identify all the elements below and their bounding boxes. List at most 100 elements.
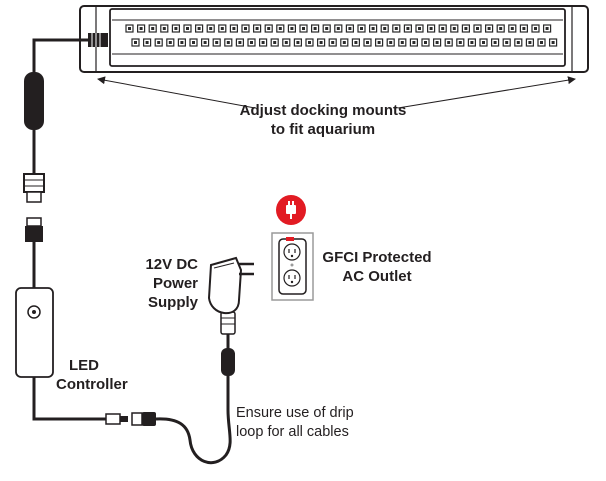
power-adapter-icon [207,256,254,335]
dc-jack [105,413,128,425]
outlet-label-line: GFCI Protected [322,249,432,266]
gfci-indicator [286,237,294,241]
led-cell-core [412,41,416,44]
led-cell-core [516,41,520,44]
led-cell-core [168,41,172,44]
led-cell-core [192,41,195,44]
led-cell-core [493,41,497,44]
drip-loop-label: Ensure use of drip loop for all cables [236,404,354,442]
fixture-cable [23,38,88,288]
led-cell-core [342,41,346,44]
led-cell-core [273,41,277,44]
led-cell-core [226,41,230,44]
power-supply-label-line: Supply [147,294,198,311]
led-cell-core [522,27,526,30]
power-supply-label-line: Power [152,275,198,292]
led-cell-core [209,27,213,30]
led-cell-core [389,41,393,44]
led-cell-core [331,41,335,44]
led-cell-core [377,41,381,44]
drip-loop-cable [155,376,232,465]
led-cell-core [186,27,189,30]
drip-loop-label-line: loop for all cables [236,424,349,440]
led-cell-core [424,41,427,44]
led-cell-core [174,27,178,30]
docking-label-line: Adjust docking mounts [239,102,407,119]
led-cell-core [528,41,532,44]
led-cell-core [336,27,340,30]
led-cell-core [499,27,503,30]
led-cell-core [476,27,479,30]
led-array [125,24,558,47]
led-cell-core [354,41,358,44]
led-cell-core [238,41,242,44]
led-cell-core [371,27,375,30]
controller-icon [15,287,54,378]
led-cell-core [458,41,462,44]
led-cell-core [151,27,155,30]
led-cell-core [290,27,294,30]
led-cell-core [429,27,433,30]
led-cell-core [313,27,317,30]
led-cell-core [452,27,456,30]
led-cell-core [284,41,288,44]
led-cell-core [470,41,474,44]
led-cell-core [400,41,404,44]
led-cell-core [360,27,363,30]
led-cell-core [447,41,451,44]
led-cell-core [203,41,207,44]
led-cell-core [244,27,247,30]
outlet-label-line: AC Outlet [342,268,412,285]
led-cell-core [540,41,543,44]
cable-plug-male [23,173,45,193]
outlet-icon [271,232,314,301]
led-cell-core [308,41,311,44]
led-cell-core [180,41,184,44]
fixture-body [109,8,566,67]
led-cell-core [394,27,398,30]
led-cell-core [319,41,323,44]
dc-plug [131,412,156,426]
led-cell-core [348,27,352,30]
docking-mounts-label: Adjust docking mounts to fit aquarium [228,101,418,139]
fixture-cable-connector [88,33,108,47]
controller-output-cable [32,377,108,421]
inline-ferrite [24,72,44,130]
led-cell-core [261,41,265,44]
led-cell-core [139,27,143,30]
drip-loop-label-line: Ensure use of drip [236,405,354,421]
led-cell-core [296,41,300,44]
led-cell-core [267,27,271,30]
controller-label-line: Controller [56,376,128,393]
led-cell-core [220,27,224,30]
led-cell-core [418,27,421,30]
outlet-label: GFCI Protected AC Outlet [312,248,442,286]
led-cell-core [366,41,369,44]
controller-label-line: LED [69,357,99,374]
led-cell-core [487,27,491,30]
led-cell-core [250,41,253,44]
led-cell-core [128,27,131,30]
led-cell-core [551,41,555,44]
led-cell-core [545,27,549,30]
power-supply-label: 12V DC Power Supply [112,255,198,312]
led-cell-core [145,41,149,44]
led-cell-core [435,41,439,44]
led-fixture [79,5,589,73]
led-cell-core [510,27,514,30]
docking-label-line: to fit aquarium [270,121,376,138]
led-cell-core [441,27,445,30]
docking-arrow-left [97,76,256,109]
led-cell-core [464,27,468,30]
led-cell-core [157,41,161,44]
controller-label: LED Controller [56,356,128,394]
led-cell-core [482,41,485,44]
led-cell-core [325,27,329,30]
led-cell-core [197,27,201,30]
led-cell-core [302,27,305,30]
led-cell-core [505,41,509,44]
led-cell-core [232,27,236,30]
led-cell-core [215,41,219,44]
